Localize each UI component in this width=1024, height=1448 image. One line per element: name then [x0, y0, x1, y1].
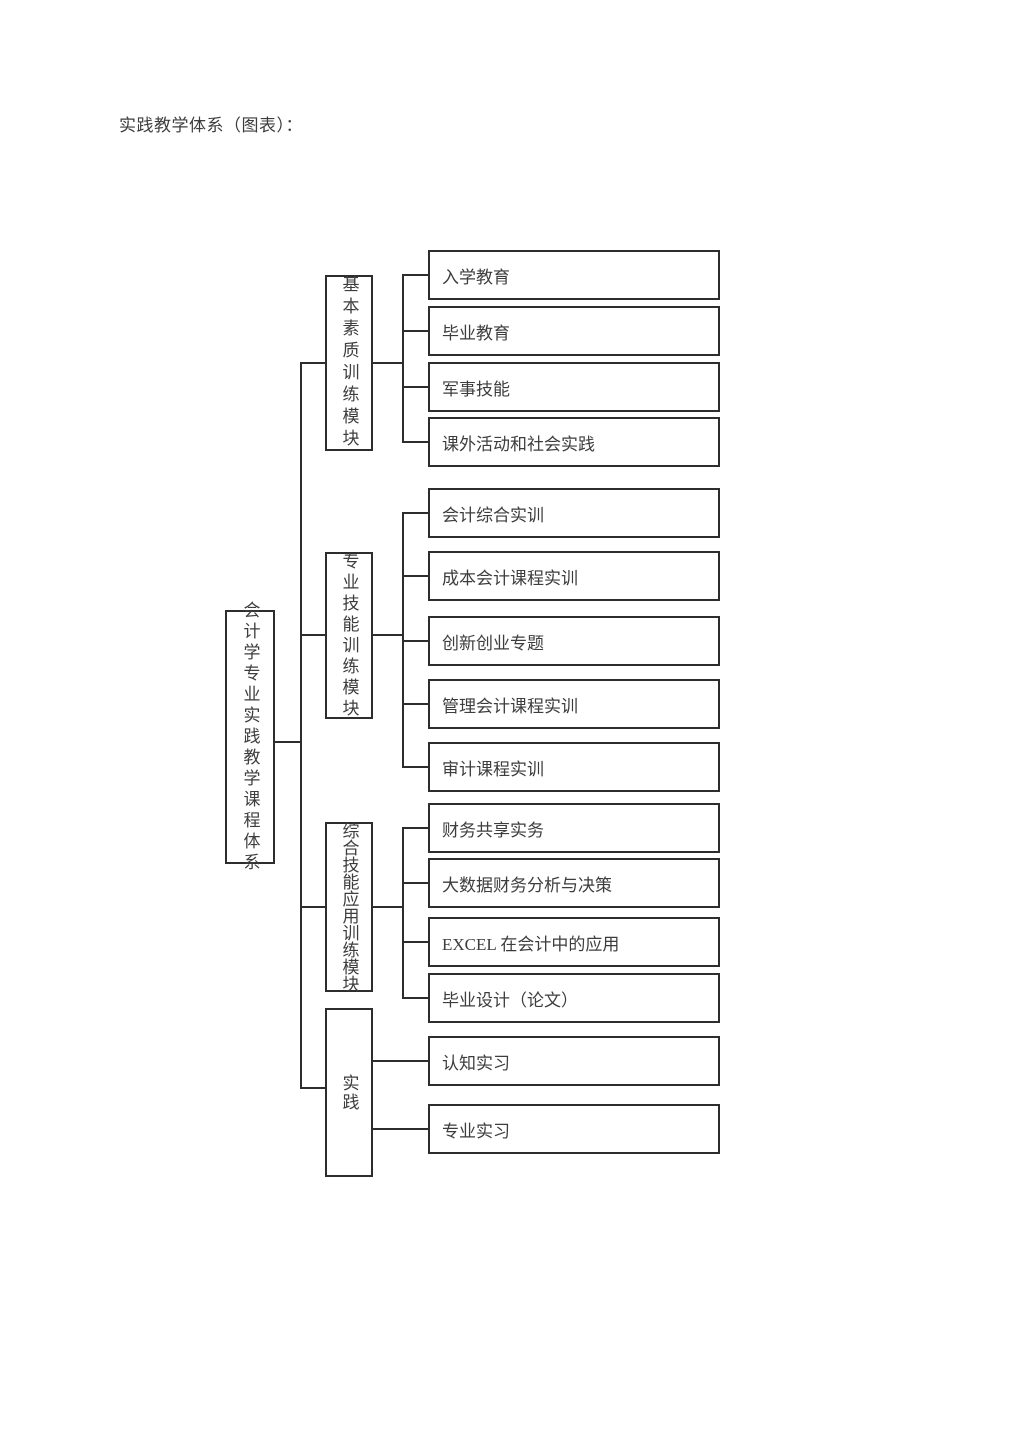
connector-line — [402, 827, 404, 999]
connector-line — [373, 362, 402, 364]
course-label: EXCEL 在会计中的应用 — [442, 934, 620, 954]
course-box: 大数据财务分析与决策 — [428, 858, 720, 908]
course-label: 成本会计课程实训 — [442, 568, 578, 588]
connector-line — [373, 906, 402, 908]
connector-line — [300, 362, 302, 1089]
connector-line — [275, 741, 300, 743]
course-label: 认知实习 — [442, 1053, 510, 1073]
course-label: 审计课程实训 — [442, 759, 544, 779]
connector-line — [300, 634, 325, 636]
course-box: 课外活动和社会实践 — [428, 417, 720, 467]
module-label: 基本素质训练模块 — [339, 275, 359, 451]
connector-line — [373, 1128, 428, 1130]
course-box: EXCEL 在会计中的应用 — [428, 917, 720, 967]
course-box: 认知实习 — [428, 1036, 720, 1086]
module-box-professional-skills: 专业技能训练模块 — [325, 551, 373, 720]
connector-line — [402, 386, 428, 388]
connector-line — [402, 512, 428, 514]
connector-line — [402, 997, 428, 999]
course-label: 毕业设计（论文） — [442, 990, 578, 1010]
connector-line — [402, 640, 428, 642]
connector-line — [402, 827, 428, 829]
connector-line — [402, 441, 428, 443]
course-box: 毕业设计（论文） — [428, 973, 720, 1023]
module-label: 专业技能训练模块 — [339, 551, 359, 720]
course-box: 审计课程实训 — [428, 742, 720, 792]
module-label: 综合技能应用训练模块 — [339, 822, 359, 992]
module-box-basic-quality: 基本素质训练模块 — [325, 275, 373, 451]
course-label: 会计综合实训 — [442, 505, 544, 525]
connector-line — [373, 634, 402, 636]
connector-line — [300, 906, 325, 908]
course-box: 会计综合实训 — [428, 488, 720, 538]
course-label: 大数据财务分析与决策 — [442, 875, 612, 895]
course-box: 毕业教育 — [428, 306, 720, 356]
connector-line — [402, 575, 428, 577]
course-label: 军事技能 — [442, 379, 510, 399]
connector-line — [402, 330, 428, 332]
course-label: 创新创业专题 — [442, 633, 544, 653]
connector-line — [300, 362, 325, 364]
connector-line — [402, 703, 428, 705]
connector-line — [402, 274, 428, 276]
course-box: 成本会计课程实训 — [428, 551, 720, 601]
course-label: 财务共享实务 — [442, 820, 544, 840]
root-box: 会计学专业实践教学课程体系 — [225, 601, 275, 874]
course-box: 军事技能 — [428, 362, 720, 412]
module-box-practice: 实践 — [325, 1008, 373, 1177]
page-title: 实践教学体系（图表）： — [119, 116, 303, 135]
course-label: 管理会计课程实训 — [442, 696, 578, 716]
course-label: 专业实习 — [442, 1121, 510, 1141]
connector-line — [373, 1060, 428, 1062]
course-box: 财务共享实务 — [428, 803, 720, 853]
connector-line — [402, 766, 428, 768]
connector-line — [402, 941, 428, 943]
connector-line — [402, 882, 428, 884]
module-box-comprehensive-skills: 综合技能应用训练模块 — [325, 822, 373, 992]
module-label: 实践 — [339, 1073, 359, 1112]
course-label: 毕业教育 — [442, 323, 510, 343]
connector-line — [402, 274, 404, 443]
course-box: 入学教育 — [428, 250, 720, 300]
connector-line — [300, 1087, 325, 1089]
course-label: 课外活动和社会实践 — [442, 434, 595, 454]
root-label: 会计学专业实践教学课程体系 — [240, 600, 260, 874]
course-label: 入学教育 — [442, 267, 510, 287]
course-box: 专业实习 — [428, 1104, 720, 1154]
course-box: 管理会计课程实训 — [428, 679, 720, 729]
course-box: 创新创业专题 — [428, 616, 720, 666]
